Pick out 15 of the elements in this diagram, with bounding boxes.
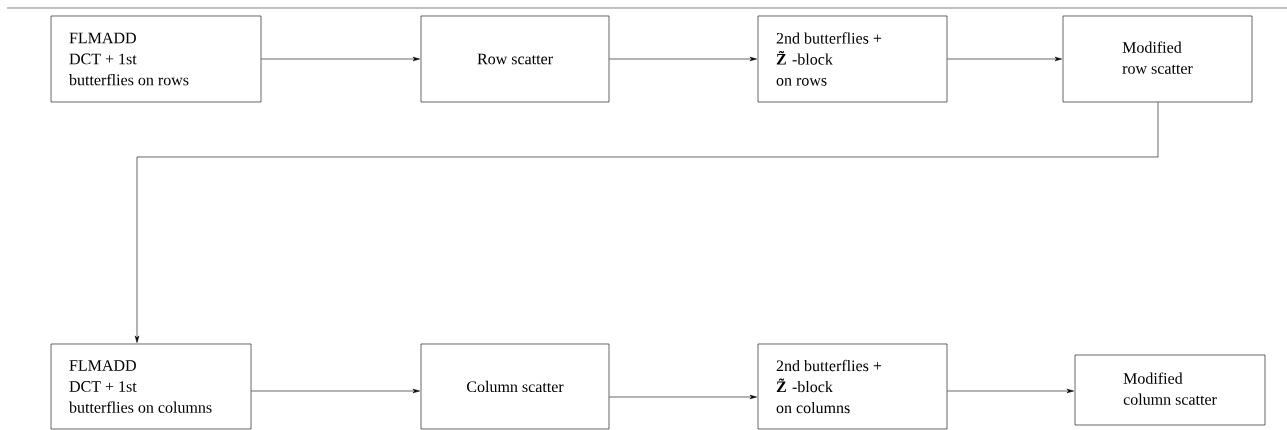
arrow: [261, 56, 420, 62]
arrow: [947, 388, 1074, 394]
process-box: 2nd butterflies + Z̃-block on columns: [757, 343, 948, 430]
process-box: FLMADD DCT + 1st butterflies on rows: [50, 15, 262, 103]
process-box: Modified column scatter: [1074, 354, 1266, 426]
process-box: Row scatter: [420, 15, 610, 103]
arrow: [947, 56, 1062, 62]
arrow: [251, 388, 420, 394]
arrow: [609, 394, 757, 400]
process-box: FLMADD DCT + 1st butterflies on columns: [50, 343, 252, 430]
process-box: Column scatter: [420, 343, 610, 430]
arrow: [609, 56, 757, 62]
process-box: 2nd butterflies + Z̃-block on rows: [757, 15, 948, 103]
arrow: [134, 102, 1159, 343]
process-box: Modified row scatter: [1062, 15, 1253, 103]
